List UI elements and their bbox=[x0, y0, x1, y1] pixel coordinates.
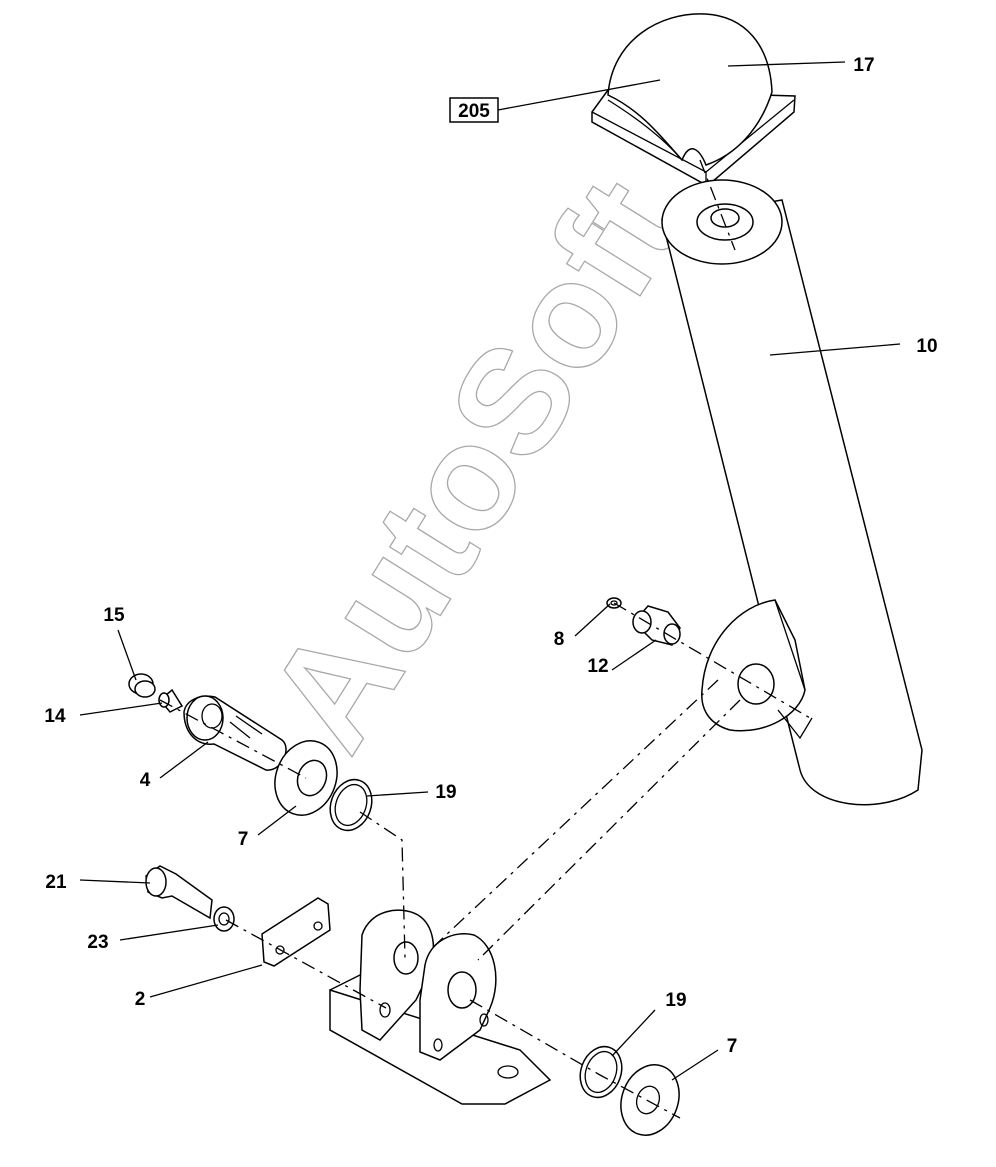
callout-205: 205 bbox=[458, 101, 490, 122]
washer-part-7-lower bbox=[620, 1064, 680, 1136]
assembly-lines bbox=[159, 159, 811, 1119]
callout-23: 23 bbox=[87, 932, 108, 953]
callout-21: 21 bbox=[45, 872, 67, 893]
callout-19-upper: 19 bbox=[435, 782, 456, 803]
watermark: AutoSoft bbox=[235, 151, 713, 777]
callout-14: 14 bbox=[44, 706, 66, 727]
callout-10: 10 bbox=[916, 336, 937, 357]
hydraulic-cylinder-part-10 bbox=[661, 179, 923, 806]
callout-2: 2 bbox=[135, 989, 146, 1010]
cap-part-15 bbox=[128, 673, 156, 698]
bolt-part-21 bbox=[145, 865, 213, 920]
fitting-part-12 bbox=[632, 605, 681, 646]
callouts: 17 205 10 8 12 15 14 4 7 19 21 23 2 19 7 bbox=[44, 55, 937, 1057]
o-ring-part-19-lower bbox=[579, 1045, 623, 1099]
plate-part-2 bbox=[261, 897, 331, 967]
callout-205-box bbox=[449, 97, 499, 123]
bump-stop-part-17 bbox=[591, 13, 796, 186]
base-bracket bbox=[329, 909, 552, 1105]
callout-19-lower: 19 bbox=[665, 990, 686, 1011]
lock-washer-part-23 bbox=[213, 906, 235, 932]
callout-7-lower: 7 bbox=[727, 1036, 738, 1057]
o-ring-part-19-upper bbox=[329, 778, 373, 832]
callout-4: 4 bbox=[140, 770, 151, 791]
callout-8: 8 bbox=[554, 629, 565, 650]
callout-17: 17 bbox=[853, 55, 874, 76]
callout-7-upper: 7 bbox=[238, 829, 249, 850]
callout-15: 15 bbox=[103, 605, 125, 626]
leader-lines bbox=[79, 61, 901, 1081]
callout-12: 12 bbox=[587, 656, 608, 677]
